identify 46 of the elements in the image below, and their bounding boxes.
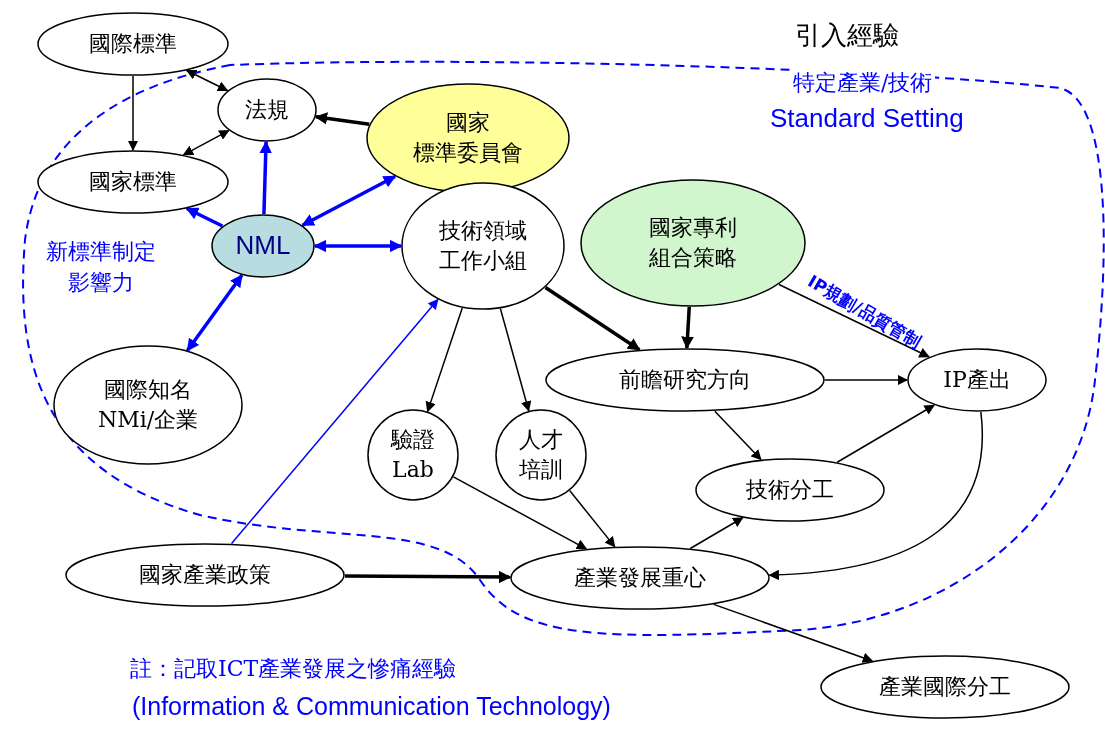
node-label: 產業發展重心 bbox=[574, 564, 706, 593]
node-label: 技術領域工作小組 bbox=[438, 217, 528, 275]
arrow bbox=[185, 69, 229, 92]
arrow bbox=[569, 490, 616, 548]
arrow bbox=[768, 411, 984, 580]
arrow bbox=[824, 374, 909, 386]
node-label: 前瞻研究方向 bbox=[619, 366, 751, 395]
arrow bbox=[259, 140, 272, 215]
annotation: 新標準制定影響力 bbox=[45, 238, 158, 297]
node-label: 國家產業政策 bbox=[139, 561, 271, 590]
arrow bbox=[499, 307, 532, 412]
arrow bbox=[313, 239, 403, 253]
node-label: 國際標準 bbox=[89, 30, 177, 59]
arrow bbox=[452, 476, 588, 550]
arrow bbox=[301, 174, 397, 227]
arrow bbox=[186, 274, 244, 352]
arrow bbox=[425, 307, 463, 413]
node-label: 國家標準 bbox=[89, 168, 177, 197]
node-label: IP產出 bbox=[943, 366, 1011, 395]
node-label: 技術分工 bbox=[746, 476, 834, 505]
note: (Information & Communication Technology) bbox=[132, 692, 611, 721]
node-label: 產業國際分工 bbox=[879, 673, 1011, 702]
arrow bbox=[344, 570, 512, 584]
node-label: 國際知名 NMi/企業 bbox=[97, 376, 199, 434]
node-label: 國家標準委員會 bbox=[413, 109, 523, 167]
node-label: 人才培訓 bbox=[518, 426, 564, 484]
arrow bbox=[182, 129, 230, 156]
arrow bbox=[544, 286, 641, 352]
node-label: 國家專利組合策略 bbox=[648, 214, 738, 272]
node-label: 驗證 Lab bbox=[391, 426, 435, 484]
arrow bbox=[314, 112, 370, 126]
rotated-annotation: IP規劃/品質管制 bbox=[803, 270, 925, 354]
annotation: Standard Setting bbox=[770, 103, 964, 134]
arrow bbox=[689, 517, 744, 550]
arrow bbox=[127, 75, 139, 152]
arrow bbox=[230, 298, 439, 545]
title: 引入經驗 bbox=[794, 19, 899, 52]
node-label: NML bbox=[235, 229, 291, 263]
arrow bbox=[836, 404, 935, 463]
arrow bbox=[713, 603, 874, 663]
arrow bbox=[714, 410, 762, 461]
node-label: 法規 bbox=[245, 96, 289, 125]
arrow bbox=[778, 283, 930, 358]
note: 註：記取ICT產業發展之慘痛經驗 bbox=[130, 655, 457, 683]
arrow bbox=[681, 306, 694, 350]
arrow bbox=[185, 206, 224, 228]
